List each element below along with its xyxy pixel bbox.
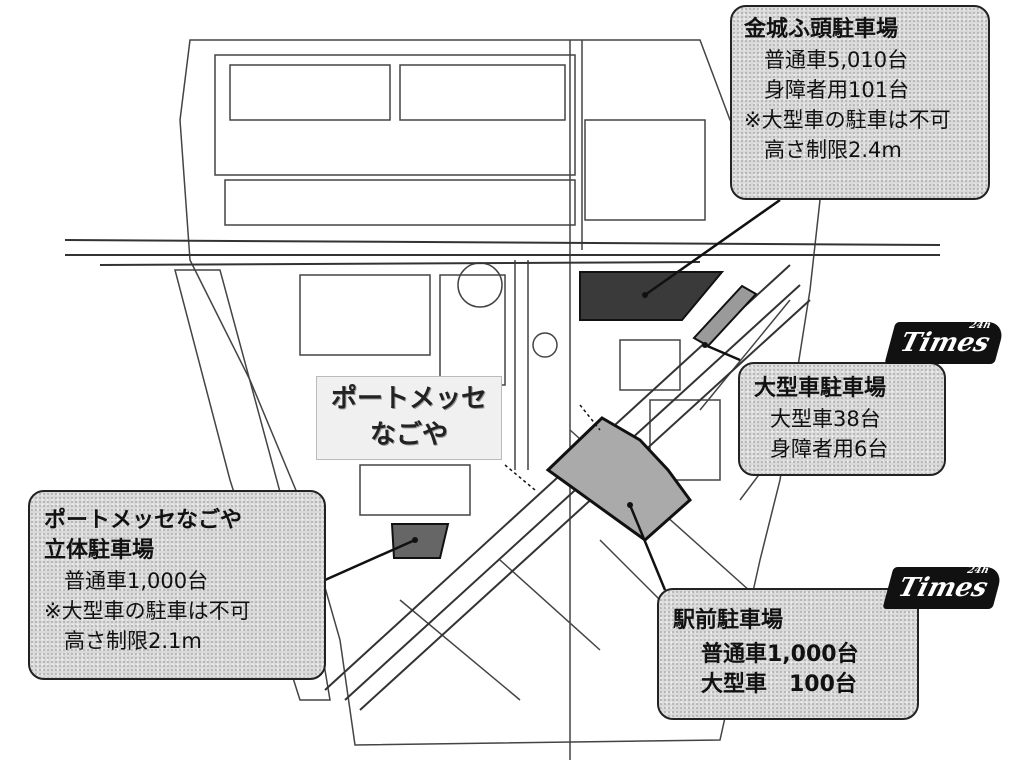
- kinjo-parking-lot: [579, 271, 725, 321]
- venue-label: ポートメッセ なごや: [316, 376, 502, 460]
- callout-line: 高さ制限2.4m: [764, 138, 902, 162]
- times-hours: 24h: [966, 565, 991, 576]
- times-hours: 24h: [968, 320, 993, 331]
- leader-ekimae: [628, 504, 667, 591]
- callout-line: 普通車1,000台: [64, 569, 209, 593]
- expressway: [64, 239, 941, 266]
- times-logo: 24h Times: [884, 320, 1006, 364]
- kinjo-parking-callout: 金城ふ頭駐車場 普通車5,010台 身障者用101台 ※大型車の駐車は不可 高さ…: [730, 5, 990, 200]
- walkway-arrows: [504, 404, 601, 491]
- callout-line: 身障者用101台: [764, 78, 910, 102]
- large-vehicle-parking-callout: 大型車駐車場 大型車38台 身障者用6台: [738, 362, 946, 476]
- callout-title: 駅前駐車場: [673, 608, 784, 633]
- leader-messe: [324, 538, 416, 582]
- times-brand: Times: [897, 328, 993, 358]
- times-brand: Times: [895, 573, 991, 603]
- callout-title: 金城ふ頭駐車場: [744, 17, 899, 42]
- west-district: [174, 269, 331, 701]
- callout-line: 大型車38台: [770, 407, 881, 431]
- leader-kinjo: [644, 198, 781, 297]
- venue-label-line2: なごや: [369, 420, 448, 450]
- callout-line: 高さ制限2.1m: [64, 629, 202, 653]
- callout-line: 身障者用6台: [770, 437, 889, 461]
- callout-title: 立体駐車場: [44, 538, 155, 563]
- callout-line: 大型車 100台: [701, 672, 857, 697]
- callout-title: 大型車駐車場: [754, 376, 887, 401]
- callout-line: 普通車1,000台: [701, 642, 859, 667]
- messe-parking-callout: ポートメッセなごや 立体駐車場 普通車1,000台 ※大型車の駐車は不可 高さ制…: [28, 490, 326, 680]
- callout-title: ポートメッセなごや: [44, 508, 243, 533]
- times-logo: 24h Times: [882, 565, 1004, 609]
- messe-parking-lot: [390, 523, 450, 559]
- venue-label-line1: ポートメッセ: [330, 384, 487, 414]
- callout-line: ※大型車の駐車は不可: [44, 599, 251, 623]
- leader-large: [704, 343, 741, 362]
- callout-line: ※大型車の駐車は不可: [744, 108, 951, 132]
- callout-line: 普通車5,010台: [764, 48, 909, 72]
- ekimae-parking-callout: 駅前駐車場 普通車1,000台 大型車 100台: [657, 588, 919, 720]
